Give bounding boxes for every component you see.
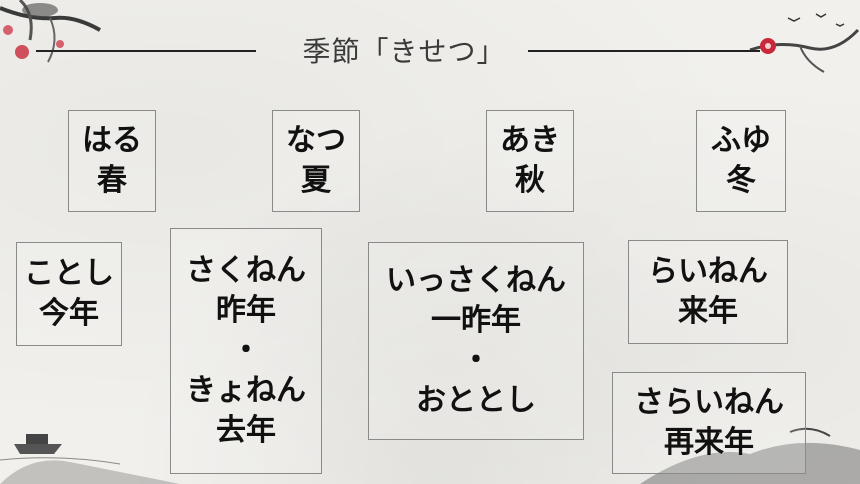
season-card-winter: ふゆ 冬 [696, 110, 786, 212]
title-line-right [528, 50, 760, 52]
separator-dot: ・ [231, 333, 261, 368]
year-reading: きょねん [186, 373, 306, 408]
year-kanji: 昨年 [216, 293, 276, 328]
season-card-summer: なつ 夏 [272, 110, 360, 212]
year-kanji: 一昨年 [431, 303, 521, 338]
year-card-last-year: さくねん 昨年 ・ きょねん 去年 [170, 228, 322, 474]
year-card-two-years-later: さらいねん 再来年 [612, 372, 806, 474]
season-kanji: 春 [97, 163, 127, 198]
year-reading: いっさくねん [386, 263, 566, 298]
separator-dot: ・ [461, 343, 491, 378]
year-reading: おととし [416, 383, 536, 418]
year-card-two-years-ago: いっさくねん 一昨年 ・ おととし [368, 242, 584, 440]
year-kanji: 今年 [39, 296, 99, 331]
year-card-this-year: ことし 今年 [16, 242, 122, 346]
year-kanji: 来年 [678, 294, 738, 329]
title-line-left [36, 50, 256, 52]
season-reading: はる [82, 123, 142, 158]
boat-landscape-decoration-icon [0, 434, 180, 484]
year-reading: さくねん [186, 253, 306, 288]
season-reading: ふゆ [711, 123, 771, 158]
page-title: 季節「きせつ」 [302, 35, 506, 68]
year-kanji: 去年 [216, 413, 276, 448]
title-row: 季節「きせつ」 [0, 22, 860, 72]
season-card-autumn: あき 秋 [486, 110, 574, 212]
season-kanji: 冬 [726, 163, 756, 198]
year-card-next-year: らいねん 来年 [628, 240, 788, 344]
season-kanji: 秋 [515, 163, 545, 198]
year-kanji: 再来年 [664, 425, 754, 460]
season-reading: あき [500, 123, 560, 158]
season-kanji: 夏 [301, 163, 331, 198]
plum-blossom-decoration-icon [749, 13, 860, 73]
season-reading: なつ [286, 123, 346, 158]
ink-tree-decoration-icon [0, 0, 101, 63]
season-card-spring: はる 春 [68, 110, 156, 212]
year-reading: らいねん [648, 254, 768, 289]
year-reading: さらいねん [634, 385, 784, 420]
year-reading: ことし [24, 256, 114, 291]
